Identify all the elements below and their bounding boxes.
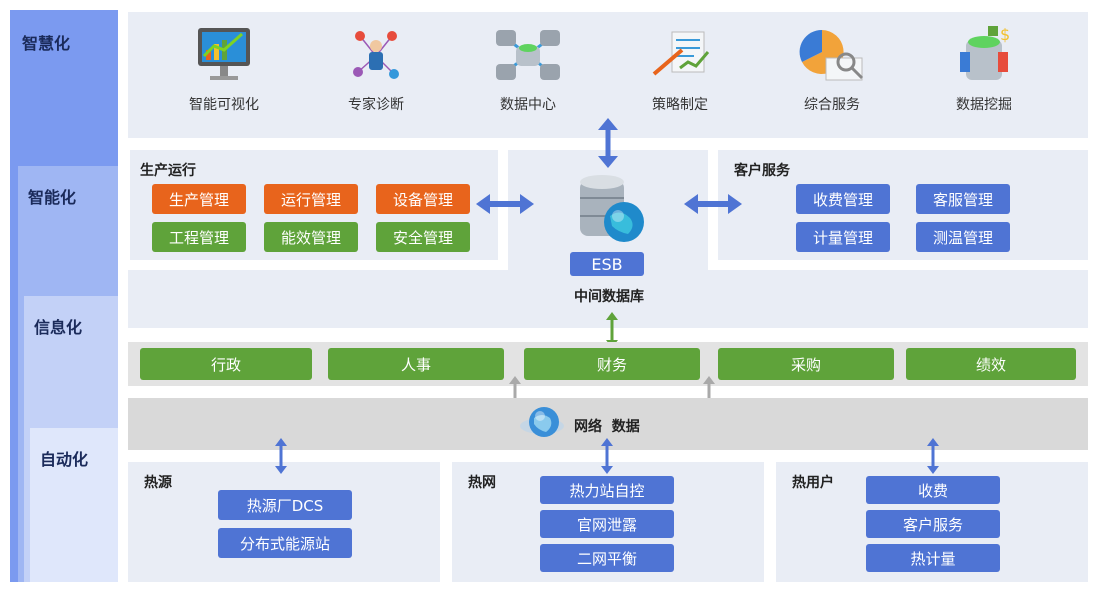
charge-button[interactable]: 收费 xyxy=(866,476,1000,504)
heat-net-title: 热网 xyxy=(468,475,496,491)
level-label-intelligent: 智能化 xyxy=(28,188,77,207)
network-label: 网络 数据 xyxy=(574,419,640,435)
admin-button[interactable]: 行政 xyxy=(140,348,312,380)
distributed-energy-button[interactable]: 分布式能源站 xyxy=(218,528,352,558)
expert-network-icon xyxy=(336,22,416,88)
heat-source-panel xyxy=(128,462,440,582)
metering-mgmt-button[interactable]: 计量管理 xyxy=(796,222,890,252)
level-label-information: 信息化 xyxy=(34,318,83,337)
monitor-chart-icon xyxy=(184,22,264,88)
top-item-label: 数据挖掘 xyxy=(956,97,1012,113)
operation-mgmt-button[interactable]: 运行管理 xyxy=(264,184,358,214)
level-label-automation: 自动化 xyxy=(40,450,89,469)
production-title: 生产运行 xyxy=(140,163,196,179)
temperature-mgmt-button[interactable]: 测温管理 xyxy=(916,222,1010,252)
top-item-mining: $ 数据挖掘 xyxy=(924,22,1044,114)
arrow-left-right-icon xyxy=(476,194,534,214)
safety-mgmt-button[interactable]: 安全管理 xyxy=(376,222,470,252)
support-mgmt-button[interactable]: 客服管理 xyxy=(916,184,1010,214)
heat-source-title: 热源 xyxy=(144,475,172,491)
top-item-datacenter: 数据中心 xyxy=(468,22,588,114)
arrow-up-down-icon xyxy=(601,438,613,474)
arrow-left-right-icon xyxy=(684,194,742,214)
finance-button[interactable]: 财务 xyxy=(524,348,700,380)
engineering-mgmt-button[interactable]: 工程管理 xyxy=(152,222,246,252)
top-item-label: 数据中心 xyxy=(500,97,556,113)
smart-panel xyxy=(128,12,1088,138)
production-mgmt-button[interactable]: 生产管理 xyxy=(152,184,246,214)
pipe-leak-button[interactable]: 官网泄露 xyxy=(540,510,674,538)
hr-button[interactable]: 人事 xyxy=(328,348,504,380)
top-item-label: 策略制定 xyxy=(652,97,708,113)
customer-service-button[interactable]: 客户服务 xyxy=(866,510,1000,538)
performance-button[interactable]: 绩效 xyxy=(906,348,1076,380)
secondary-balance-button[interactable]: 二网平衡 xyxy=(540,544,674,572)
database-globe-icon xyxy=(572,172,648,248)
top-item-visualization: 智能可视化 xyxy=(164,22,284,114)
arrow-up-down-icon xyxy=(927,438,939,474)
energy-mgmt-button[interactable]: 能效管理 xyxy=(264,222,358,252)
customer-title: 客户服务 xyxy=(734,163,790,179)
customer-panel xyxy=(718,150,1088,260)
top-item-expert: 专家诊断 xyxy=(316,22,436,114)
database-cluster-icon xyxy=(488,22,568,88)
top-item-label: 专家诊断 xyxy=(348,97,404,113)
top-item-label: 综合服务 xyxy=(804,97,860,113)
esb-badge: ESB xyxy=(570,252,644,276)
level-automation xyxy=(30,428,118,582)
station-control-button[interactable]: 热力站自控 xyxy=(540,476,674,504)
strategy-document-icon xyxy=(640,22,720,88)
arrow-up-down-icon xyxy=(598,118,618,168)
arrow-up-down-icon xyxy=(275,438,287,474)
billing-mgmt-button[interactable]: 收费管理 xyxy=(796,184,890,214)
dcs-button[interactable]: 热源厂DCS xyxy=(218,490,352,520)
esb-caption: 中间数据库 xyxy=(574,289,644,305)
globe-icon xyxy=(518,402,566,446)
svg-text:$: $ xyxy=(1000,25,1010,44)
data-mining-icon: $ xyxy=(944,22,1024,88)
heat-user-title: 热用户 xyxy=(792,475,834,491)
level-label-smart: 智慧化 xyxy=(22,34,71,53)
top-item-service: 综合服务 xyxy=(772,22,892,114)
heat-metering-button[interactable]: 热计量 xyxy=(866,544,1000,572)
pie-chart-magnifier-icon xyxy=(792,22,872,88)
top-item-strategy: 策略制定 xyxy=(620,22,740,114)
purchase-button[interactable]: 采购 xyxy=(718,348,894,380)
equipment-mgmt-button[interactable]: 设备管理 xyxy=(376,184,470,214)
top-item-label: 智能可视化 xyxy=(189,97,259,113)
